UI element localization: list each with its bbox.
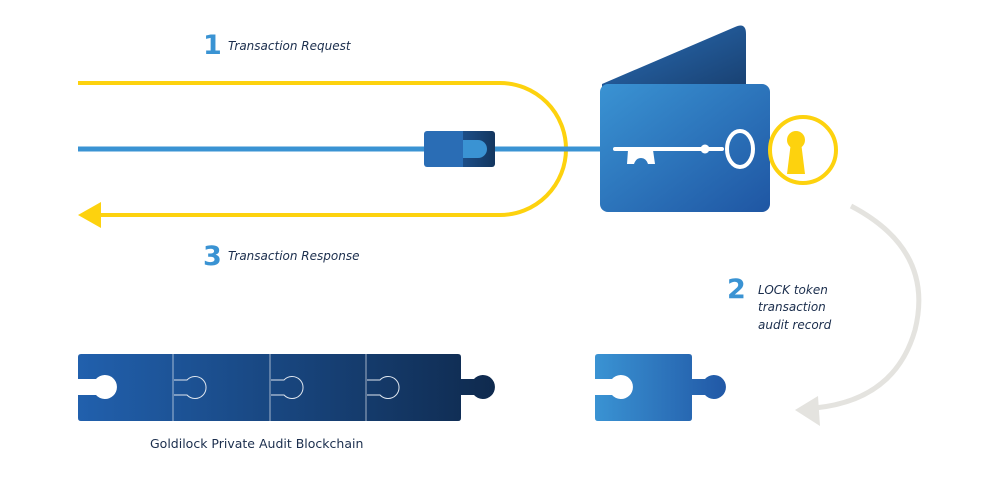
response-arrowhead-icon bbox=[78, 202, 101, 228]
key-icon bbox=[613, 129, 755, 169]
step-1-label: Transaction Request bbox=[228, 39, 351, 53]
step-2-label: LOCK token transaction audit record bbox=[758, 282, 831, 334]
audit-record-arrowhead-icon bbox=[795, 396, 820, 426]
step-1-number: 1 bbox=[203, 30, 222, 61]
keyhole-lock-icon bbox=[768, 115, 838, 185]
blockchain-body bbox=[78, 354, 495, 421]
step-3-label: Transaction Response bbox=[228, 249, 360, 263]
step-2-label-line: LOCK token bbox=[758, 283, 828, 297]
new-audit-block-icon bbox=[595, 354, 726, 421]
wallet-icon bbox=[600, 25, 770, 212]
connector-block-icon bbox=[424, 131, 495, 167]
step-3-number: 3 bbox=[203, 241, 222, 272]
block-seams bbox=[172, 354, 400, 421]
step-2-label-line: audit record bbox=[758, 317, 832, 332]
step-2-label-line: transaction bbox=[758, 300, 826, 315]
blockchain bbox=[78, 354, 495, 421]
step-2-number: 2 bbox=[727, 274, 746, 305]
audit-record-arrow-line bbox=[814, 203, 922, 411]
blockchain-label: Goldilock Private Audit Blockchain bbox=[150, 436, 364, 451]
